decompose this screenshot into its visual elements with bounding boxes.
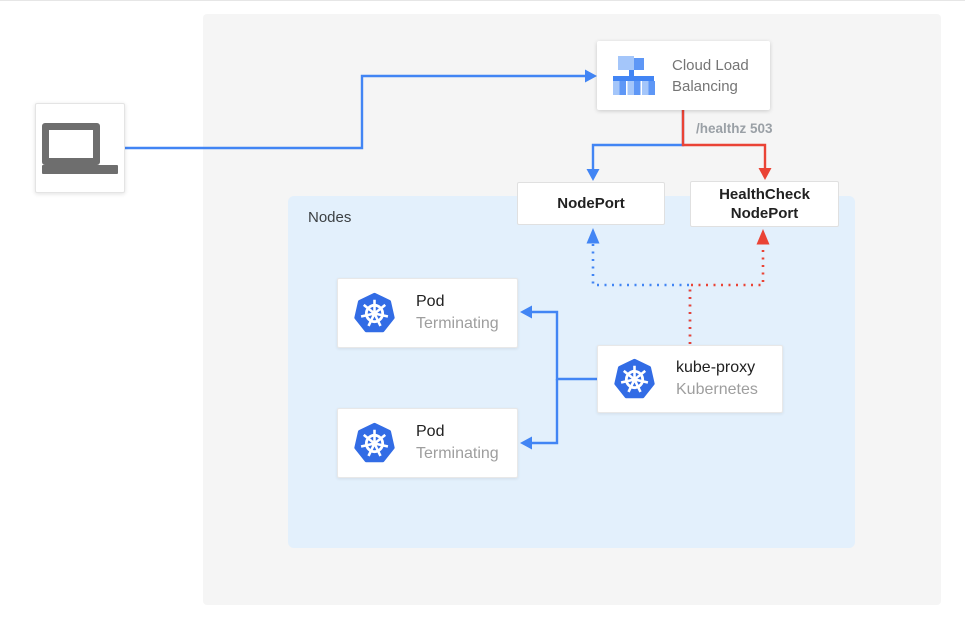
top-divider: [0, 0, 965, 1]
kube-proxy-text: kube-proxy Kubernetes: [676, 357, 758, 401]
nodeport-node: NodePort: [517, 182, 665, 225]
pod-title: Pod: [416, 423, 445, 440]
kubernetes-icon: [354, 422, 395, 462]
healthcheck-label-line2: NodePort: [730, 205, 799, 222]
pod-title: Pod: [416, 293, 445, 310]
cloud-load-balancing-label: Cloud Load Balancing: [672, 56, 749, 95]
kubernetes-icon: [354, 292, 395, 332]
laptop-icon: [42, 122, 118, 174]
client-node: [35, 103, 125, 193]
pod-status: Terminating: [416, 315, 499, 332]
pod-text: Pod Terminating: [416, 421, 499, 465]
nodeport-label: NodePort: [557, 195, 625, 212]
kube-proxy-node: kube-proxy Kubernetes: [597, 345, 783, 413]
healthz-edge-label: /healthz 503: [696, 121, 773, 136]
load-balancer-icon: [613, 55, 655, 95]
pod-node-2: Pod Terminating: [337, 408, 518, 478]
kube-proxy-subtitle: Kubernetes: [676, 381, 758, 398]
pod-node-1: Pod Terminating: [337, 278, 518, 348]
healthcheck-nodeport-node: HealthCheck NodePort: [690, 181, 839, 227]
kube-proxy-title: kube-proxy: [676, 359, 756, 376]
cloud-load-balancing-node: Cloud Load Balancing: [597, 41, 770, 110]
pod-text: Pod Terminating: [416, 291, 499, 335]
healthcheck-label-line1: HealthCheck: [719, 186, 810, 203]
nodes-panel-label: Nodes: [308, 209, 352, 226]
pod-status: Terminating: [416, 445, 499, 462]
kubernetes-icon: [614, 358, 655, 398]
